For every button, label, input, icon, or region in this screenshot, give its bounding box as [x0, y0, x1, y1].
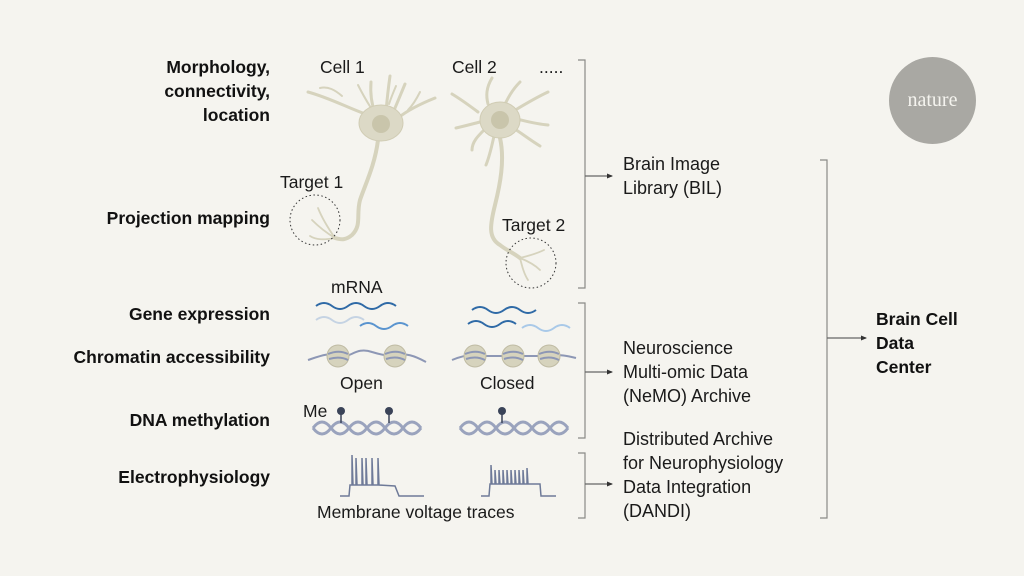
mrna-open-icon [315, 302, 409, 330]
methyl-group-closed-icon [498, 407, 506, 423]
repo-nemo: Neuroscience Multi-omic Data (NeMO) Arch… [623, 336, 751, 408]
cell-2-label: Cell 2 [452, 57, 497, 77]
chromatin-open-icon [307, 344, 427, 368]
mrna-label: mRNA [331, 277, 383, 297]
repo-nemo-line: Neuroscience [623, 338, 734, 358]
dna-helix-open-icon [311, 420, 423, 436]
target-2-label: Target 2 [502, 215, 566, 235]
cell-1-label: Cell 1 [320, 57, 365, 77]
methyl-group-icon [337, 407, 393, 423]
open-chromatin-label: Open [340, 373, 383, 393]
repo-dandi: Distributed Archive for Neurophysiology … [623, 427, 783, 523]
nature-logo: nature [889, 57, 976, 144]
bracket-bil [578, 59, 586, 289]
repo-bil-line: Brain Image [623, 154, 721, 174]
target-2-circle [505, 237, 557, 289]
label-morphology: Morphology, connectivity, location [164, 55, 270, 127]
center-line: Center [876, 357, 932, 377]
repo-nemo-line: (NeMO) Archive [623, 386, 752, 406]
label-gene-expression: Gene expression [128, 304, 270, 324]
label-morphology-line: Morphology, [166, 57, 270, 77]
bracket-nemo [578, 302, 586, 439]
repo-nemo-line: Multi-omic Data [623, 362, 749, 382]
repo-bil: Brain Image Library (BIL) [623, 152, 722, 200]
repo-bil-line: Library (BIL) [623, 178, 723, 198]
voltage-trace-1-icon [340, 454, 424, 497]
label-morphology-line: location [202, 105, 270, 125]
repo-dandi-line: Distributed Archive [623, 429, 774, 449]
target-1-label: Target 1 [280, 172, 344, 192]
repo-dandi-line: Data Integration [623, 477, 752, 497]
brain-cell-data-center: Brain Cell Data Center [876, 307, 958, 379]
dna-helix-closed-icon [458, 420, 570, 436]
bracket-dandi [578, 452, 586, 519]
membrane-voltage-label: Membrane voltage traces [317, 502, 515, 522]
more-cells-ellipsis: ..... [539, 57, 564, 77]
nature-logo-text: nature [907, 89, 958, 111]
repo-dandi-line: (DANDI) [623, 501, 691, 521]
mrna-closed-icon [467, 306, 571, 332]
voltage-trace-2-icon [481, 464, 556, 497]
neuron-cell-1-icon [306, 74, 437, 242]
methyl-label: Me [303, 401, 328, 421]
label-projection-mapping: Projection mapping [106, 208, 270, 228]
neuron-cell-2-nucleus [491, 111, 509, 129]
center-line: Data [876, 333, 914, 353]
label-electrophysiology: Electrophysiology [118, 467, 270, 487]
neuron-cell-1-nucleus [372, 115, 390, 133]
label-chromatin-accessibility: Chromatin accessibility [73, 347, 270, 367]
label-dna-methylation: DNA methylation [129, 410, 270, 430]
closed-chromatin-label: Closed [480, 373, 535, 393]
repo-dandi-line: for Neurophysiology [623, 453, 784, 473]
center-line: Brain Cell [876, 309, 958, 329]
bracket-data-center [820, 159, 828, 519]
label-morphology-line: connectivity, [164, 81, 270, 101]
target-1-circle [289, 194, 341, 246]
chromatin-closed-icon [451, 344, 577, 368]
